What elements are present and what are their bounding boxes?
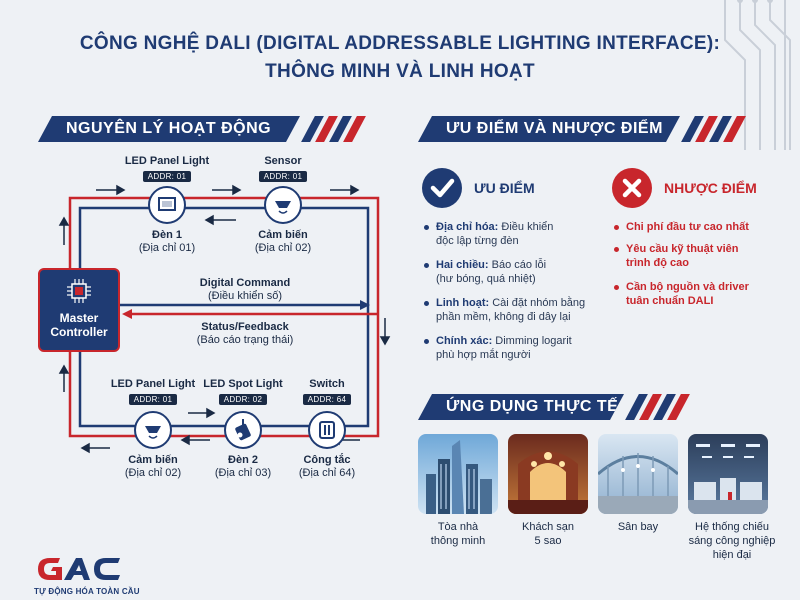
photo-industrial [688,434,768,514]
node-led-panel-1: LED Panel Light ADDR: 01 [124,155,210,182]
cons-heading: NHƯỢC ĐIỂM [664,180,757,196]
brand-logo: TỰ ĐỘNG HÓA TOÀN CẦU [34,556,144,596]
sensor-icon-2 [134,411,172,449]
digital-command-label: Digital Command (Điều khiển số) [199,277,291,302]
list-item: Hai chiều: Báo cáo lỗi(hư bóng, quá nhiệ… [424,258,604,296]
page-title: CÔNG NGHỆ DALI (DIGITAL ADDRESSABLE LIGH… [79,33,721,82]
cons-x-icon [612,168,652,208]
panel-light-icon [148,186,186,224]
photo-airport [598,434,678,514]
node-caption-cam-bien: Cảm biến (Địa chỉ 02) [254,229,312,254]
node-sensor: Sensor ADDR: 01 [228,155,338,183]
section-proscons: ƯU ĐIỂM VÀ NHƯỢC ĐIỂM [418,116,748,142]
app-caption-airport: Sân bay [617,521,659,533]
circuit-decoration [724,0,791,150]
gac-logo-mark [38,558,120,580]
photo-smart-building [418,434,498,514]
list-item: Chi phí đầu tư cao nhất [614,220,794,242]
node-caption-cong-tac: Công tắc (Địa chỉ 64) [298,454,356,479]
node-led-panel-2: LED Panel Light ADDR: 01 [110,378,196,405]
section-principle: NGUYÊN LÝ HOẠT ĐỘNG [38,116,368,142]
chip-icon [67,279,91,303]
photo-hotel [508,434,588,514]
node-caption-den-2: Đèn 2 (Địa chỉ 03) [214,454,272,479]
sensor-icon [264,186,302,224]
node-caption-den-1: Đèn 1 (Địa chỉ 01) [138,229,196,254]
switch-icon [308,411,346,449]
spot-light-icon [224,411,262,449]
node-switch: Switch ADDR: 64 [272,378,382,406]
status-feedback-label: Status/Feedback (Báo cáo trạng thái) [196,321,294,346]
node-caption-cam-bien-2: Cảm biến (Địa chỉ 02) [124,454,182,479]
master-controller: Master Controller [38,268,120,352]
cons-list: Chi phí đầu tư cao nhất Yêu cầu kỹ thuật… [614,220,794,318]
pros-check-icon [422,168,462,208]
pros-heading: ƯU ĐIỂM [474,180,535,196]
section-applications: ỨNG DỤNG THỰC TẾ [418,394,748,420]
node-led-spot: LED Spot Light ADDR: 02 [203,378,283,405]
